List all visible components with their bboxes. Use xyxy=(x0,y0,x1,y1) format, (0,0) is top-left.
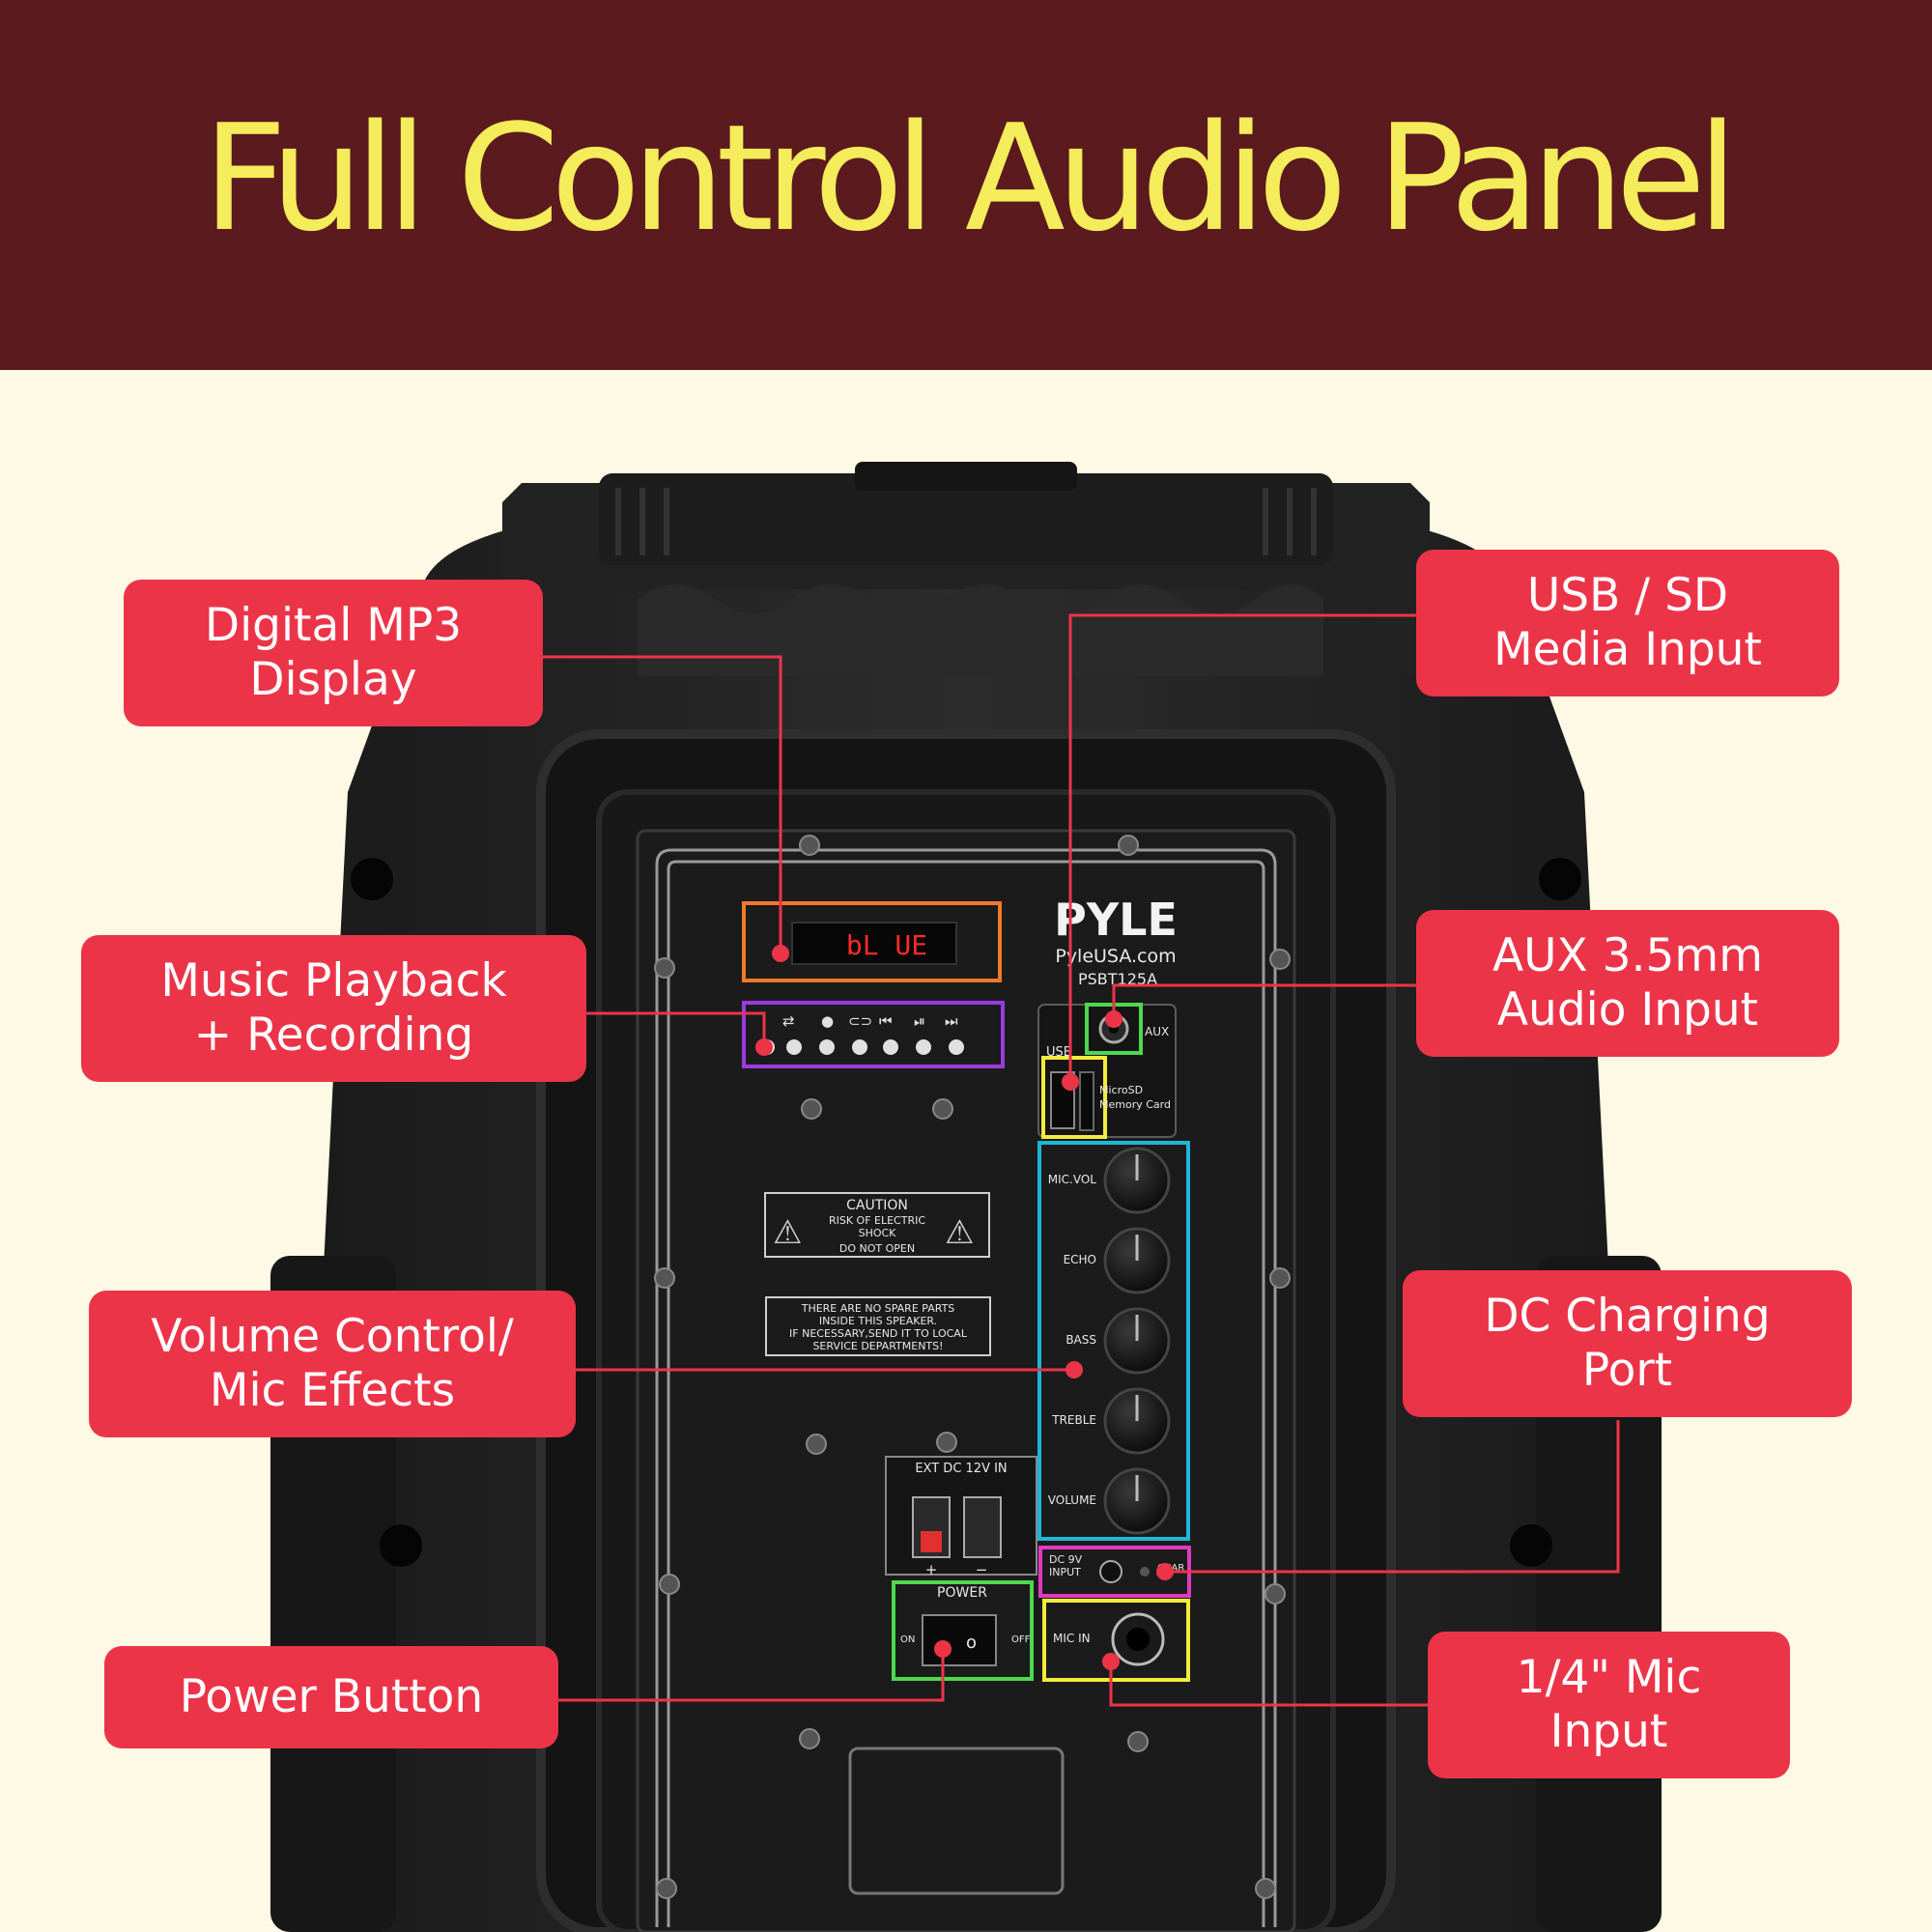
dc-input-jack[interactable] xyxy=(1099,1560,1122,1583)
bottom-compartment xyxy=(848,1747,1065,1895)
ext-dc-label: EXT DC 12V IN xyxy=(915,1462,1007,1476)
knob-label-echo: ECHO xyxy=(1064,1253,1096,1266)
microsd-label-1: MicroSD xyxy=(1099,1084,1143,1096)
notice-line-3: IF NECESSARY,SEND IT TO LOCAL xyxy=(789,1327,968,1340)
callout-playback-recording: Music Playback + Recording xyxy=(81,935,586,1082)
caution-label xyxy=(764,1192,990,1258)
svg-text:⊂⊃: ⊂⊃ xyxy=(848,1012,872,1030)
knob-panel-box xyxy=(1037,1141,1190,1541)
power-box xyxy=(892,1580,1034,1681)
svg-text:⇄: ⇄ xyxy=(782,1012,795,1030)
knob-echo[interactable] xyxy=(1103,1227,1171,1294)
brand-url: PyleUSA.com xyxy=(1055,946,1176,967)
svg-text:o: o xyxy=(966,1633,977,1653)
ext-dc-plus: + xyxy=(925,1561,938,1578)
callout-mp3-display: Digital MP3 Display xyxy=(124,580,543,726)
model-number: PSBT125A xyxy=(1078,970,1157,988)
caution-line-3: DO NOT OPEN xyxy=(839,1242,915,1255)
callout-mic-input: 1/4" Mic Input xyxy=(1428,1632,1790,1778)
caution-line-1: RISK OF ELECTRIC xyxy=(829,1214,925,1227)
handle-top xyxy=(599,473,1333,565)
sd-slot[interactable] xyxy=(1079,1071,1094,1131)
playback-icons: ⇄ ● ⊂⊃ ⏮ ⏯ ⏭ xyxy=(782,1012,958,1030)
callout-aux-input: AUX 3.5mm Audio Input xyxy=(1416,910,1839,1057)
brand-logo: PYLE xyxy=(1054,894,1178,946)
mp3-display-text: bL UE xyxy=(846,929,927,961)
knob-label-volume: VOLUME xyxy=(1048,1493,1096,1507)
callout-usb-sd-input: USB / SD Media Input xyxy=(1416,550,1839,696)
svg-text:⏮: ⏮ xyxy=(879,1012,893,1030)
dc-input-label-2: INPUT xyxy=(1049,1566,1081,1578)
power-switch[interactable] xyxy=(922,1614,997,1666)
mic-in-label: MIC IN xyxy=(1053,1632,1091,1645)
charge-label: CHAR xyxy=(1157,1563,1184,1574)
knob-label-treble: TREBLE xyxy=(1051,1413,1096,1427)
ext-dc-terminal-black[interactable] xyxy=(963,1496,1002,1558)
caution-title: CAUTION xyxy=(846,1198,908,1213)
svg-text:⏭: ⏭ xyxy=(945,1012,958,1030)
main-area: bL UE ⇄●⊂⊃⏮⏯⏭ PYLE PyleUSA.com PSBT125A … xyxy=(0,370,1932,1932)
knob-mic-vol[interactable] xyxy=(1103,1147,1171,1214)
notice-label xyxy=(765,1296,991,1356)
ext-dc-block xyxy=(885,1456,1037,1576)
svg-text:⏯: ⏯ xyxy=(914,1012,925,1030)
knob-label-bass: BASS xyxy=(1065,1333,1096,1347)
mp3-display-screen xyxy=(791,922,957,965)
header-banner: Full Control Audio Panel xyxy=(0,0,1932,370)
callout-dc-charging-port: DC Charging Port xyxy=(1403,1270,1852,1417)
power-on-label: ON xyxy=(900,1634,915,1645)
page-title: Full Control Audio Panel xyxy=(202,93,1738,264)
knob-treble[interactable] xyxy=(1103,1387,1171,1455)
microsd-label-2: Memory Card xyxy=(1099,1098,1171,1111)
knob-volume[interactable] xyxy=(1103,1467,1171,1535)
power-label: POWER xyxy=(937,1585,987,1601)
notice-line-4: SERVICE DEPARTMENTS! xyxy=(812,1340,943,1352)
svg-text:●: ● xyxy=(821,1012,834,1030)
caution-line-2: SHOCK xyxy=(859,1227,897,1239)
ext-dc-minus: − xyxy=(976,1561,988,1578)
aux-label: AUX xyxy=(1145,1025,1169,1038)
knob-bass[interactable] xyxy=(1103,1307,1171,1375)
notice-line-1: THERE ARE NO SPARE PARTS xyxy=(801,1302,955,1315)
dc-input-label-1: DC 9V xyxy=(1049,1553,1083,1566)
warning-icon-left: ⚠ xyxy=(773,1213,802,1252)
callout-power-button: Power Button xyxy=(104,1646,558,1748)
usb-port[interactable] xyxy=(1050,1071,1075,1129)
handle-ribs xyxy=(615,488,1317,555)
callout-volume-mic-effects: Volume Control/ Mic Effects xyxy=(89,1291,576,1437)
warning-icon-right: ⚠ xyxy=(945,1213,974,1252)
charge-led xyxy=(1140,1567,1150,1577)
control-plate xyxy=(636,829,1296,1932)
notice-line-2: INSIDE THIS SPEAKER. xyxy=(819,1315,937,1327)
power-off-label: OFF xyxy=(1011,1634,1031,1645)
knob-label-mic-vol: MIC.VOL xyxy=(1048,1173,1097,1186)
